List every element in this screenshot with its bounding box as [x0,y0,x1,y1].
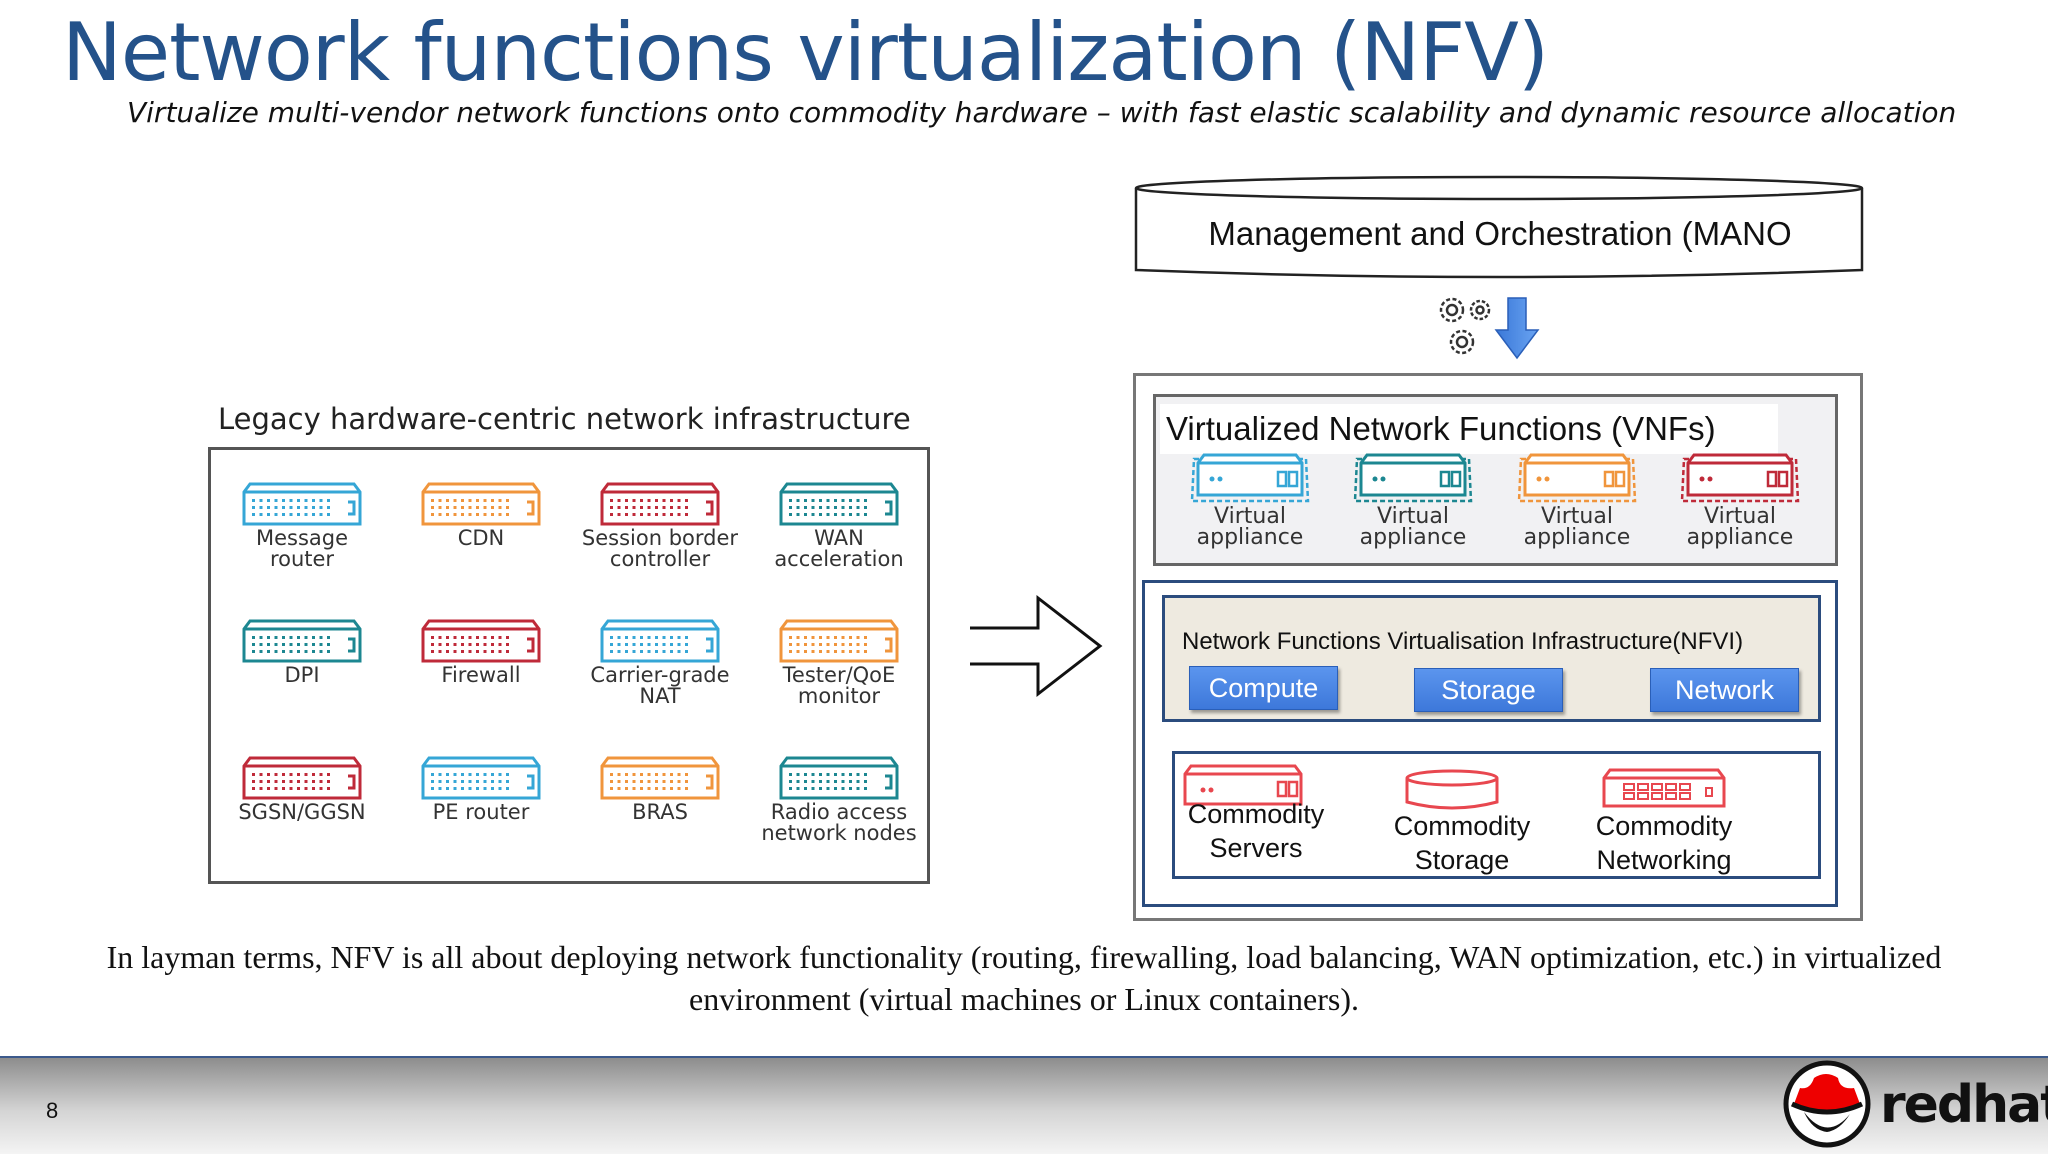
legacy-device-label: CDN [457,526,505,550]
down-arrow-icon [1494,297,1540,360]
virtual-appliance: Virtual appliance [1333,453,1493,550]
commodity-box [1172,751,1821,879]
network-appliance-icon [421,619,541,663]
legacy-device: Tester/QoE monitor [754,619,924,707]
network-appliance-icon [242,756,362,800]
network-appliance-icon [242,482,362,526]
legacy-device-label: WAN acceleration [774,526,904,571]
network-appliance-icon [600,619,720,663]
legacy-device: Session border controller [575,482,745,570]
commodity-storage-label: Commodity Storage [1393,811,1531,875]
network-appliance-icon [600,756,720,800]
virtual-appliance: Virtual appliance [1660,453,1820,550]
legacy-device: PE router [396,756,566,823]
network-appliance-icon [779,619,899,663]
virtual-appliance-label: Virtual appliance [1686,504,1794,550]
network-appliance-icon [600,482,720,526]
storage-box: Storage [1414,668,1563,712]
legacy-device-label: Tester/QoE monitor [782,663,896,708]
legacy-device-label: Carrier-grade NAT [590,663,730,708]
commodity-networking-label: Commodity Networking [1595,811,1733,875]
commodity-storage-icon [1405,769,1499,810]
legacy-device: BRAS [575,756,745,823]
network-appliance-icon [421,482,541,526]
commodity-server-icon [1183,764,1303,806]
page-number: 8 [46,1098,59,1123]
network-appliance-icon [421,756,541,800]
virtual-appliance-icon [1517,453,1637,503]
legacy-device-label: SGSN/GGSN [238,800,366,824]
commodity-networking-icon [1602,768,1726,808]
redhat-shadowman-icon [1783,1060,1871,1148]
mano-cylinder [1134,175,1864,279]
network-appliance-icon [779,756,899,800]
legacy-device-label: PE router [432,800,530,824]
gears-icon [1439,297,1491,355]
virtual-appliance-label: Virtual appliance [1359,504,1467,550]
network-appliance-icon [779,482,899,526]
virtual-appliance-icon [1680,453,1800,503]
legacy-device-label: Message router [255,526,349,571]
virtual-appliance-label: Virtual appliance [1523,504,1631,550]
legacy-device-label: BRAS [632,800,688,824]
virtual-appliance: Virtual appliance [1170,453,1330,550]
infrastructure-frame [1142,580,1838,907]
legacy-box [208,447,930,884]
vnf-title: Virtualized Network Functions (VNFs) [1160,404,1778,454]
legacy-device: CDN [396,482,566,549]
footer-bar [0,1056,2048,1154]
legacy-device: Firewall [396,619,566,686]
virtual-appliance: Virtual appliance [1497,453,1657,550]
mano-label: Management and Orchestration (MANO [1208,215,1792,252]
nfvi-title: Network Functions Virtualisation Infrast… [1182,628,1744,655]
legacy-device: Message router [217,482,387,570]
legacy-device-label: Firewall [441,663,521,687]
legacy-device: WAN acceleration [754,482,924,570]
nfv-frame [1133,373,1863,921]
network-box: Network [1650,668,1799,712]
legacy-device-label: Session border controller [581,526,739,571]
transition-arrow-icon [970,594,1103,698]
virtual-appliance-icon [1190,453,1310,503]
legacy-device-label: DPI [284,663,320,687]
legacy-device: Carrier-grade NAT [575,619,745,707]
commodity-servers-label: Commodity Servers [1187,799,1325,863]
legacy-device: SGSN/GGSN [217,756,387,823]
legacy-device-label: Radio access network nodes [761,800,917,845]
slide-title: Network functions virtualization (NFV) [62,6,1549,99]
network-appliance-icon [242,619,362,663]
virtual-appliance-label: Virtual appliance [1196,504,1304,550]
virtual-appliance-icon [1353,453,1473,503]
legacy-device: DPI [217,619,387,686]
legacy-device: Radio access network nodes [754,756,924,844]
redhat-wordmark: redhat [1880,1075,2048,1135]
compute-box: Compute [1189,666,1338,710]
legacy-title: Legacy hardware-centric network infrastr… [218,402,911,436]
slide-subtitle: Virtualize multi-vendor network function… [127,96,1957,129]
footer-text: In layman terms, NFV is all about deploy… [106,939,1942,1017]
